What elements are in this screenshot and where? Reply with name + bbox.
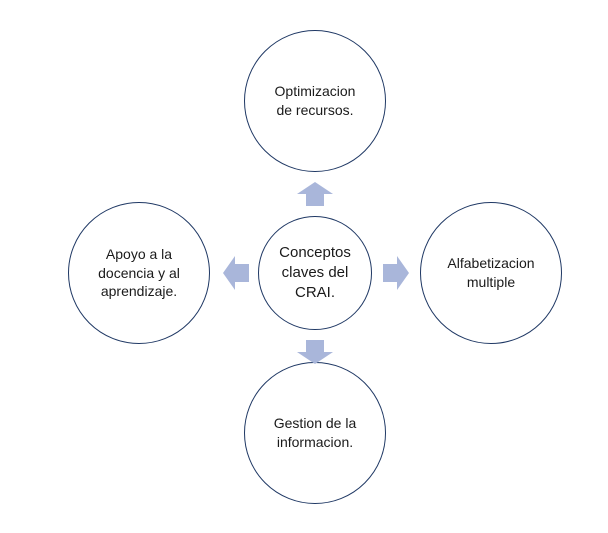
node-right-circle: Alfabetizacion multiple: [420, 202, 562, 344]
center-circle: Conceptos claves del CRAI.: [258, 216, 372, 330]
arrow-up-icon: [297, 182, 333, 206]
node-left-circle: Apoyo a la docencia y al aprendizaje.: [68, 202, 210, 344]
arrow-right-icon: [383, 256, 409, 290]
node-left-label: Apoyo a la docencia y al aprendizaje.: [98, 245, 180, 300]
node-bottom-label: Gestion de la informacion.: [273, 415, 357, 450]
arrow-down-icon: [297, 340, 333, 364]
node-bottom-circle: Gestion de la informacion.: [244, 362, 386, 504]
node-top-label: Optimizacion de recursos.: [274, 83, 356, 118]
arrow-left-icon: [223, 256, 249, 290]
node-top-circle: Optimizacion de recursos.: [244, 30, 386, 172]
center-label: Conceptos claves del CRAI.: [279, 243, 351, 302]
node-right-label: Alfabetizacion multiple: [447, 255, 535, 290]
